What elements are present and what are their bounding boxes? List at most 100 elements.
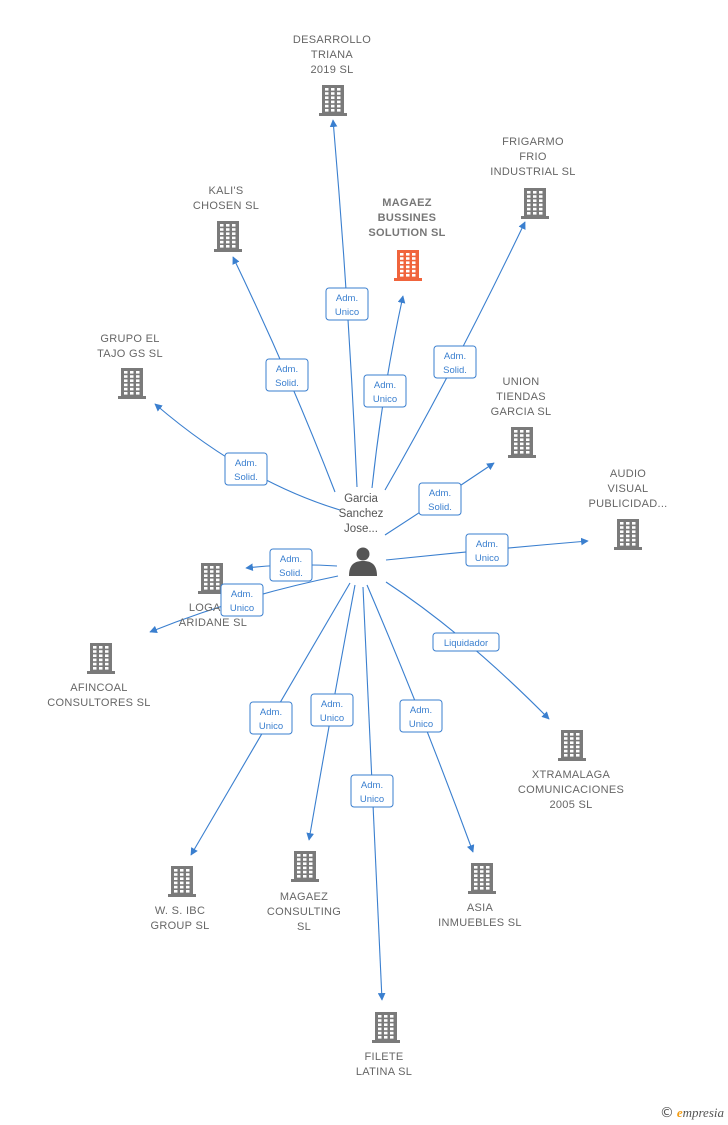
- role-label-magaez-bussines[interactable]: Adm. Unico: [363, 374, 407, 408]
- role-text: Unico: [335, 307, 359, 318]
- company-name-line: MAGAEZ: [382, 197, 431, 209]
- building-icon: [118, 368, 146, 399]
- role-label-kalis-chosen[interactable]: Adm. Solid.: [265, 358, 309, 392]
- role-text: Unico: [320, 713, 344, 724]
- building-icon: [521, 188, 549, 219]
- role-text: Unico: [360, 794, 384, 805]
- company-name-line: GROUP SL: [150, 920, 209, 932]
- company-name-line: INMUEBLES SL: [438, 917, 522, 929]
- company-node-desarrollo-triana[interactable]: DESARROLLO TRIANA 2019 SL: [293, 34, 371, 116]
- building-icon: [198, 563, 226, 594]
- company-node-afincoal[interactable]: AFINCOAL CONSULTORES SL: [47, 643, 150, 709]
- role-label-filete-latina[interactable]: Adm.Unico: [350, 774, 394, 808]
- role-label-magaez-consulting[interactable]: Adm. Unico: [310, 693, 354, 727]
- company-name-line: GRUPO EL: [100, 333, 159, 345]
- brand-logo-initial: e: [676, 1105, 683, 1120]
- building-icon: [372, 1012, 400, 1043]
- company-node-audio-visual[interactable]: AUDIO VISUAL PUBLICIDAD...: [588, 468, 667, 550]
- company-node-magaez-bussines[interactable]: MAGAEZ BUSSINES SOLUTION SL: [368, 197, 445, 281]
- role-text: Adm.: [429, 488, 451, 499]
- role-text: Adm.: [374, 380, 396, 391]
- company-name-line: AUDIO: [610, 468, 646, 480]
- company-name-line: TIENDAS: [496, 391, 546, 403]
- role-label-desarrollo-triana[interactable]: Adm. Unico: [325, 287, 369, 321]
- company-name-line: XTRAMALAGA: [532, 769, 611, 781]
- role-label-frigarmo[interactable]: Adm.Solid.: [433, 345, 477, 379]
- role-label-afincoal[interactable]: Adm. Unico: [220, 583, 264, 617]
- company-name-line: COMUNICACIONES: [518, 784, 624, 796]
- company-name-line: KALI'S: [208, 185, 243, 197]
- role-text: Adm.: [276, 364, 298, 375]
- company-name-line: 2005 SL: [549, 799, 592, 811]
- role-label-audio-visual[interactable]: Adm.Unico: [465, 533, 509, 567]
- role-text: Liquidador: [444, 638, 488, 649]
- role-label-ws-ibc[interactable]: Adm.Unico: [249, 701, 293, 735]
- role-text: Solid.: [234, 472, 258, 483]
- role-text: Adm.: [280, 554, 302, 565]
- role-text: Unico: [373, 394, 397, 405]
- company-name-line: TRIANA: [311, 49, 353, 61]
- building-icon: [319, 85, 347, 116]
- company-name-line: TAJO GS SL: [97, 348, 163, 360]
- building-icon: [468, 863, 496, 894]
- company-name-line: PUBLICIDAD...: [588, 498, 667, 510]
- building-icon: [291, 851, 319, 882]
- company-name-line: VISUAL: [608, 483, 649, 495]
- role-text: Solid.: [279, 568, 303, 579]
- company-node-ws-ibc[interactable]: W. S. IBC GROUP SL: [150, 866, 209, 932]
- building-icon: [508, 427, 536, 458]
- brand-logo-text: mpresia: [682, 1105, 724, 1120]
- company-name-line: 2019 SL: [310, 64, 353, 76]
- role-label-grupo-el-tajo[interactable]: Adm. Solid.: [224, 452, 268, 486]
- company-name-line: AFINCOAL: [70, 682, 127, 694]
- company-node-filete-latina[interactable]: FILETE LATINA SL: [356, 1012, 412, 1078]
- role-text: Solid.: [275, 378, 299, 389]
- building-icon: [214, 221, 242, 252]
- company-name-line: ASIA: [467, 902, 494, 914]
- company-name-line: CHOSEN SL: [193, 200, 259, 212]
- company-name-line: BUSSINES: [378, 212, 437, 224]
- company-name-line: INDUSTRIAL SL: [490, 166, 575, 178]
- building-icon: [87, 643, 115, 674]
- person-name-line-2: Sanchez: [339, 508, 384, 520]
- role-text: Adm.: [321, 699, 343, 710]
- company-name-line: ARIDANE SL: [179, 617, 247, 629]
- copyright-footer: ©empresia: [660, 1105, 724, 1121]
- building-icon: [558, 730, 586, 761]
- person-name-line-1: Garcia: [344, 493, 378, 505]
- company-node-asia-inmuebles[interactable]: ASIA INMUEBLES SL: [438, 863, 522, 929]
- company-node-kalis-chosen[interactable]: KALI'S CHOSEN SL: [193, 185, 259, 252]
- company-name-line: DESARROLLO: [293, 34, 371, 46]
- company-name-line: CONSULTING: [267, 906, 341, 918]
- role-text: Adm.: [476, 539, 498, 550]
- role-text: Adm.: [410, 705, 432, 716]
- company-name-line: FILETE: [364, 1051, 403, 1063]
- company-name-line: CONSULTORES SL: [47, 697, 150, 709]
- role-label-asia-inmuebles[interactable]: Adm.Unico: [399, 699, 443, 733]
- role-text: Adm.: [231, 589, 253, 600]
- company-name-line: FRIO: [519, 151, 547, 163]
- center-person-node[interactable]: Garcia Sanchez Jose...: [339, 493, 384, 576]
- company-name-line: SOLUTION SL: [368, 227, 445, 239]
- company-name-line: W. S. IBC: [155, 905, 205, 917]
- company-name-line: MAGAEZ: [280, 891, 328, 903]
- role-text: Solid.: [428, 502, 452, 513]
- building-icon: [168, 866, 196, 897]
- role-label-union-tiendas[interactable]: Adm. Solid.: [418, 482, 462, 516]
- role-label-logacu[interactable]: Adm. Solid.: [269, 548, 313, 582]
- company-node-xtramalaga[interactable]: XTRAMALAGA COMUNICACIONES 2005 SL: [518, 730, 624, 811]
- company-name-line: LATINA SL: [356, 1066, 412, 1078]
- role-text: Adm.: [235, 458, 257, 469]
- role-label-xtramalaga[interactable]: Liquidador: [432, 632, 500, 652]
- person-name-line-3: Jose...: [344, 523, 378, 535]
- role-text: Adm.: [260, 707, 282, 718]
- role-text: Adm.: [444, 351, 466, 362]
- company-node-grupo-el-tajo[interactable]: GRUPO EL TAJO GS SL: [97, 333, 163, 399]
- role-text: Unico: [230, 603, 254, 614]
- role-text: Adm.: [336, 293, 358, 304]
